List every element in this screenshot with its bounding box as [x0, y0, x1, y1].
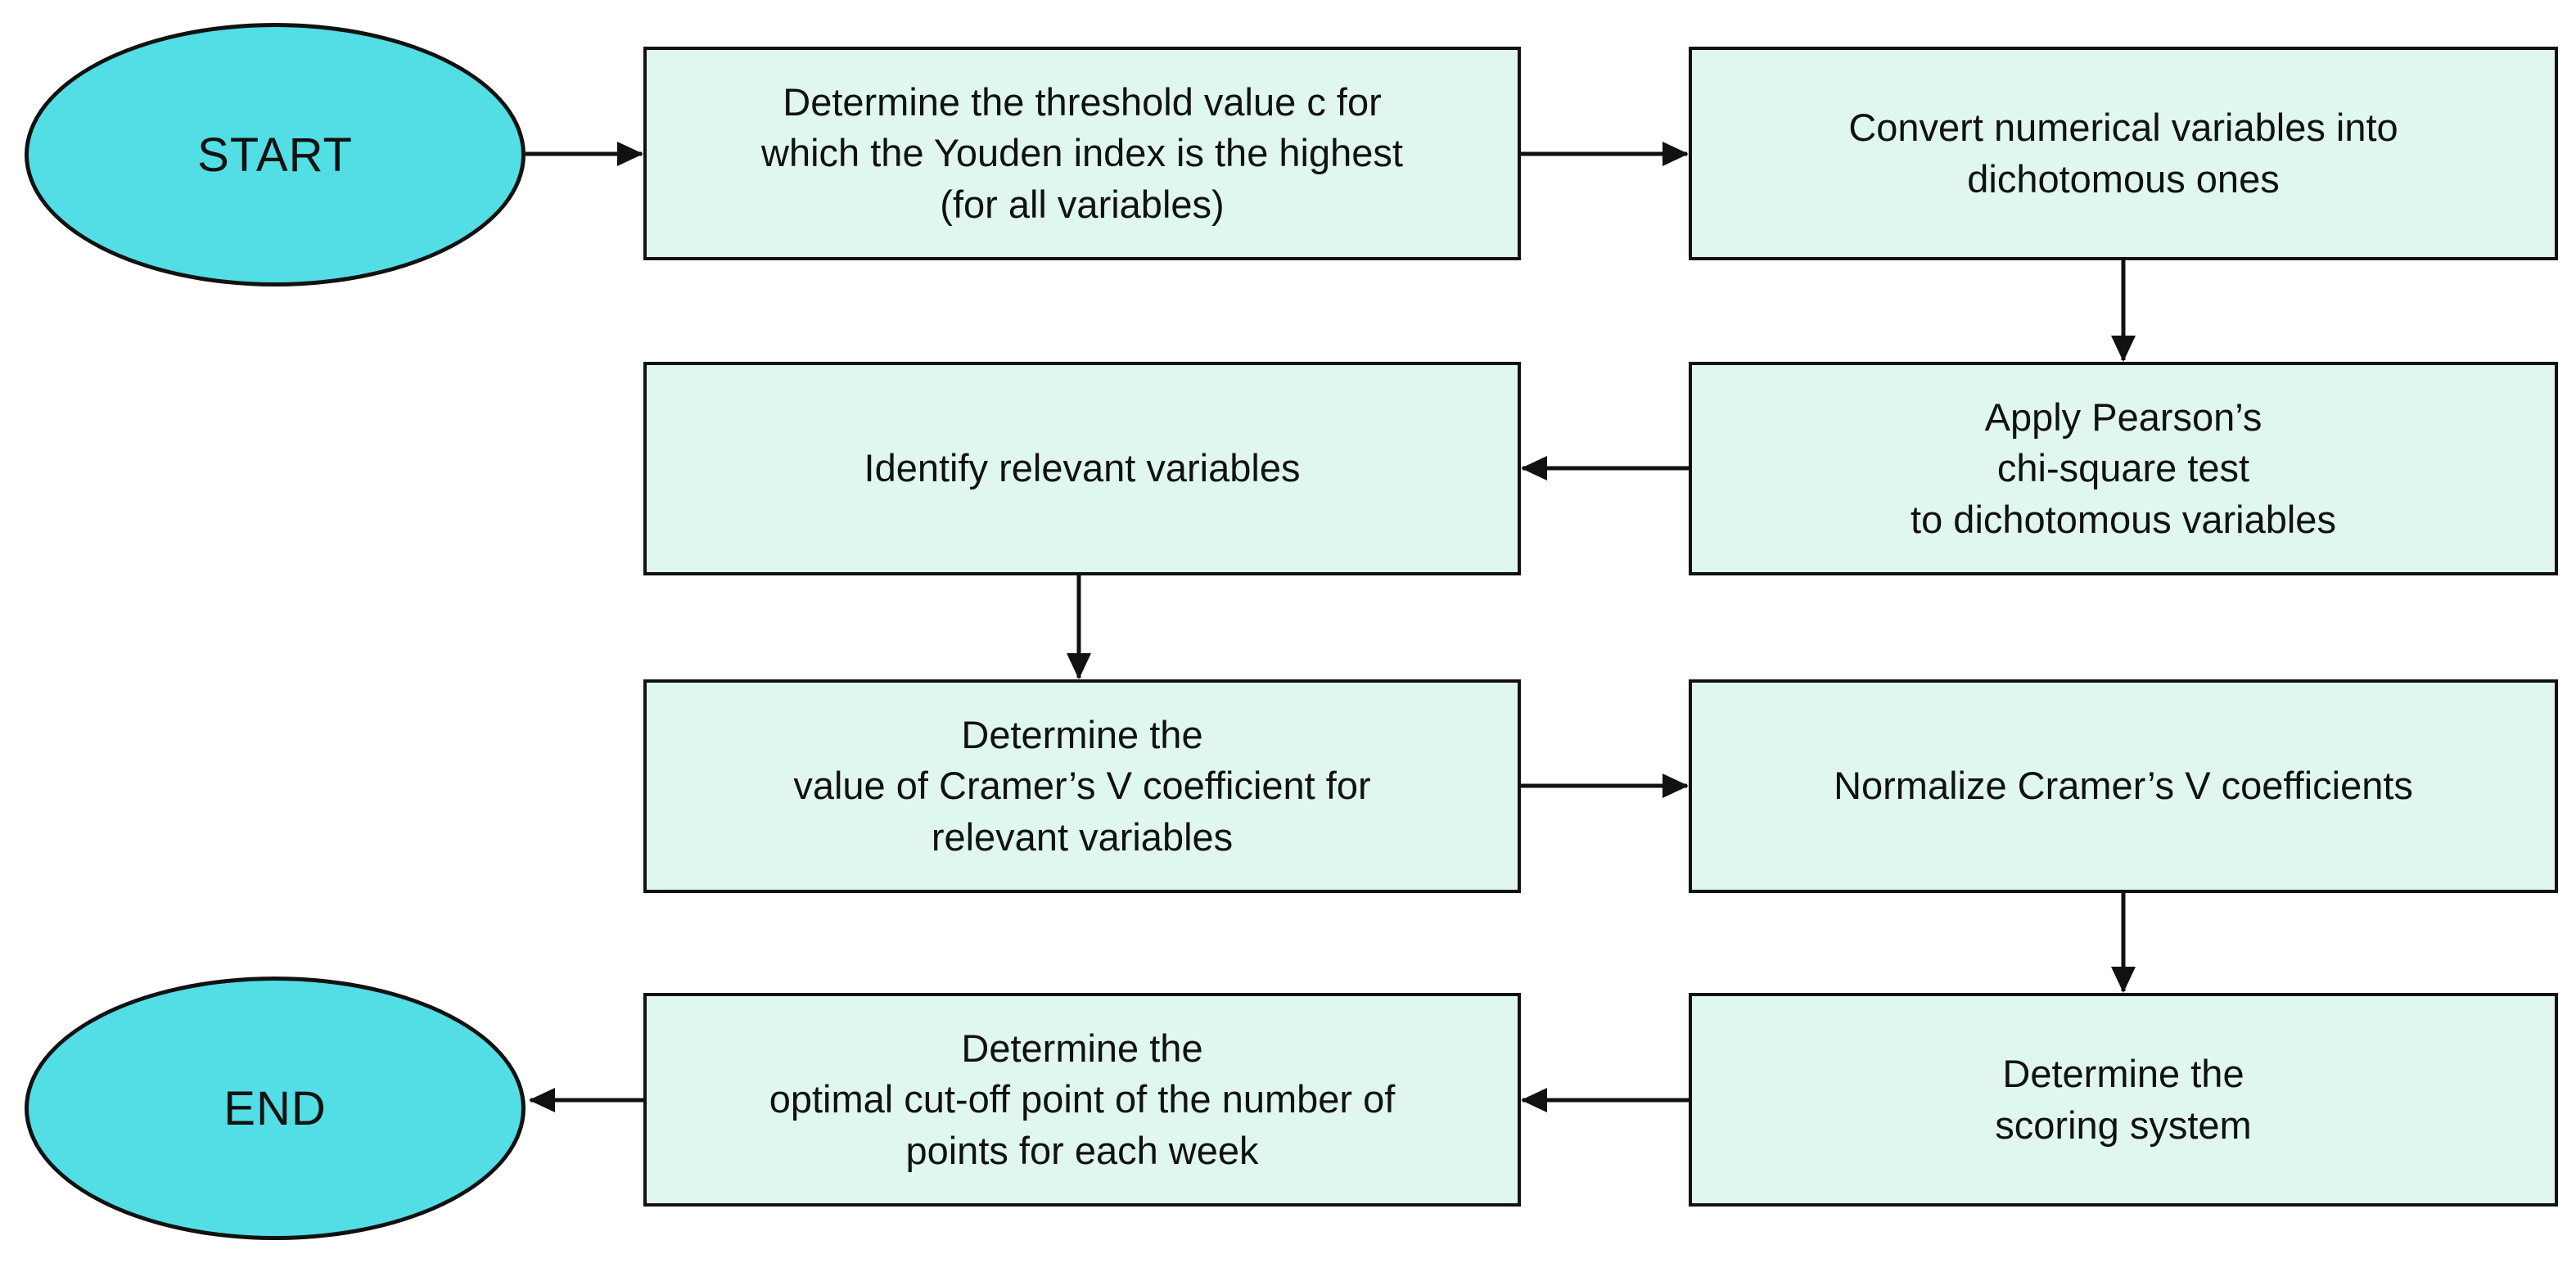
node-text: Identify relevant variables	[864, 443, 1301, 494]
node-determine-cramers-v: Determine the value of Cramer’s V coeffi…	[643, 679, 1521, 893]
node-text-line: Determine the threshold value c for	[783, 80, 1382, 124]
node-end-terminal: END	[25, 977, 526, 1240]
node-text-line: value of Cramer’s V coefficient for	[793, 764, 1371, 808]
node-determine-threshold: Determine the threshold value c for whic…	[643, 47, 1521, 260]
node-convert-numerical-variables: Convert numerical variables into dichoto…	[1689, 47, 2558, 260]
node-text: Normalize Cramer’s V coefficients	[1834, 760, 2413, 811]
node-text-line: Determine the	[961, 713, 1203, 757]
node-text: Determine the optimal cut-off point of t…	[769, 1023, 1396, 1175]
node-text-line: Convert numerical variables into	[1848, 106, 2398, 150]
node-text-line: optimal cut-off point of the number of	[769, 1077, 1396, 1121]
node-text: Determine the value of Cramer’s V coeffi…	[793, 710, 1370, 862]
node-text-line: (for all variables)	[940, 182, 1225, 226]
node-label: START	[197, 128, 353, 182]
node-text: Apply Pearson’s chi-square test to dicho…	[1911, 392, 2336, 544]
node-apply-pearsons-chi-square: Apply Pearson’s chi-square test to dicho…	[1689, 362, 2558, 575]
node-text-line: Normalize Cramer’s V coefficients	[1834, 764, 2413, 808]
node-text-line: relevant variables	[931, 814, 1234, 859]
node-text-line: which the Youden index is the highest	[761, 131, 1403, 175]
node-label: END	[223, 1081, 327, 1135]
node-text-line: to dichotomous variables	[1911, 497, 2336, 541]
node-text-line: chi-square test	[1996, 446, 2250, 490]
node-text: Convert numerical variables into dichoto…	[1848, 102, 2398, 204]
node-identify-relevant-variables: Identify relevant variables	[643, 362, 1521, 575]
node-start-terminal: START	[25, 23, 526, 286]
node-text-line: Apply Pearson’s	[1984, 395, 2262, 440]
node-text-line: points for each week	[905, 1128, 1259, 1172]
node-normalize-cramers-v: Normalize Cramer’s V coefficients	[1689, 679, 2558, 893]
node-text: Determine the scoring system	[1995, 1049, 2251, 1150]
node-text-line: Determine the	[961, 1026, 1203, 1071]
node-text-line: dichotomous ones	[1967, 156, 2280, 201]
node-text-line: scoring system	[1995, 1103, 2252, 1147]
node-text-line: Determine the	[2002, 1052, 2244, 1096]
node-text: Determine the threshold value c for whic…	[761, 77, 1403, 229]
node-determine-scoring-system: Determine the scoring system	[1689, 993, 2558, 1207]
node-determine-cutoff-point: Determine the optimal cut-off point of t…	[643, 993, 1521, 1207]
node-text-line: Identify relevant variables	[864, 446, 1301, 490]
